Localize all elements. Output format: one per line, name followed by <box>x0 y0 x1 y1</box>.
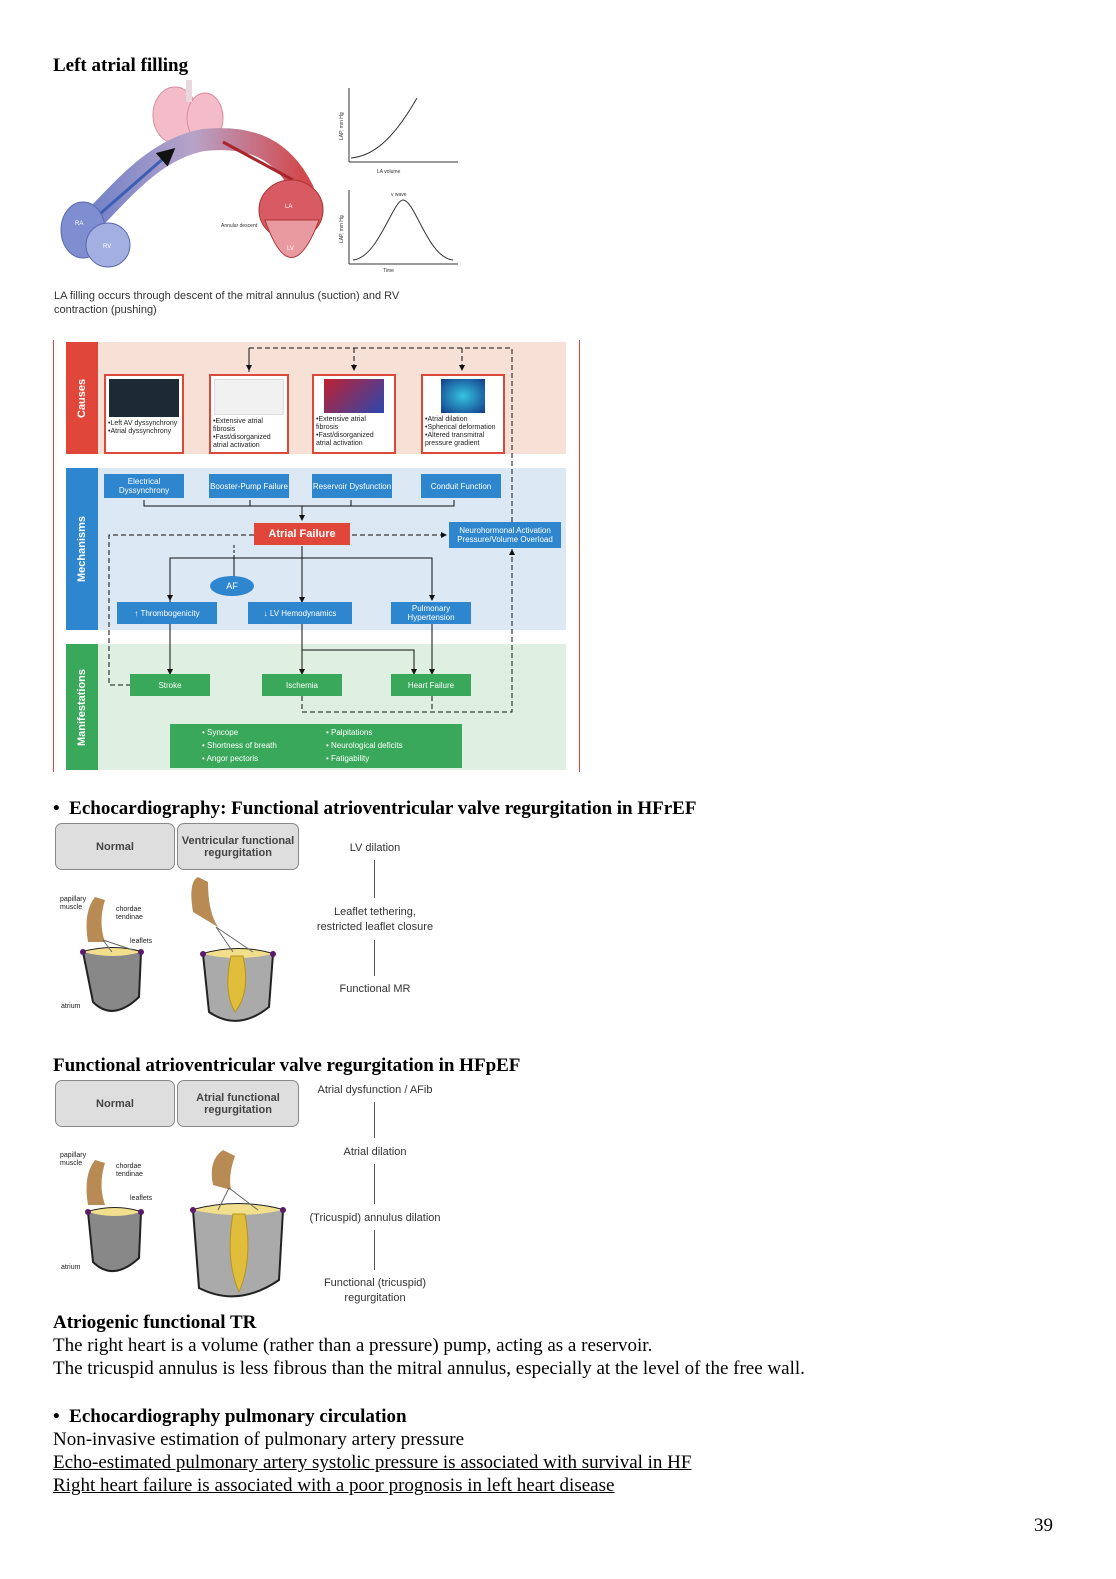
hfpef-atrial-box: Atrial functional regurgitation <box>177 1080 299 1127</box>
svg-text:v wave: v wave <box>391 192 407 198</box>
graph-lap-time: LAP, mm Hg Time v wave <box>339 190 458 274</box>
hfref-ventricular-box: Ventricular functional regurgitation <box>177 823 299 870</box>
mech-neuro: Neurohormonal Activation Pressure/Volume… <box>449 522 561 548</box>
mech-lvhemo: ↓ LV Hemodynamics <box>248 602 352 624</box>
atrial-failure-box: Atrial Failure <box>254 523 350 545</box>
label-ra: RA <box>75 221 83 227</box>
hfpef-flow-1: Atrial dysfunction / AFib <box>317 1084 433 1096</box>
cause-box-3: •Extensive atrial fibrosis •Fast/disorga… <box>312 374 396 454</box>
mech-electrical: Electrical Dyssynchrony <box>104 474 184 498</box>
la-filling-caption: LA filling occurs through descent of the… <box>54 290 400 316</box>
hfpef-label-leaflets: leaflets <box>130 1195 153 1202</box>
pulmonary-line-3: Right heart failure is associated with a… <box>53 1475 615 1496</box>
mech-booster: Booster-Pump Failure <box>209 474 289 498</box>
atrial-failure-diagram: Causes Mechanisms Manifestations <box>53 340 580 772</box>
hfpef-flow-2: Atrial dilation <box>343 1146 407 1158</box>
label-lv: LV <box>287 246 294 252</box>
cause-box-2: •Extensive atrial fibrosis •Fast/disorga… <box>209 374 289 454</box>
af-oval: AF <box>210 576 254 596</box>
svg-text:LAP, mm Hg: LAP, mm Hg <box>339 112 345 140</box>
hfpef-label-atrium: atrium <box>61 1264 81 1271</box>
pulmonary-line-2: Echo-estimated pulmonary artery systolic… <box>53 1452 692 1473</box>
hfref-label-papillary: papillary muscle <box>60 896 87 911</box>
hfref-flow-1: LV dilation <box>349 842 401 854</box>
manif-heart-failure: Heart Failure <box>391 674 471 696</box>
label-la: LA <box>285 204 292 210</box>
mech-pulm: Pulmonary Hypertension <box>391 602 471 624</box>
page-number: 39 <box>1034 1515 1053 1536</box>
hfpef-flow-4: Functional (tricuspid) regurgitation <box>323 1277 427 1304</box>
diagram-connectors <box>108 347 515 713</box>
mech-conduit: Conduit Function <box>421 474 501 498</box>
svg-text:LA volume: LA volume <box>377 169 401 175</box>
hfref-arrow-2 <box>374 940 375 976</box>
hfref-valve-illustration <box>80 877 276 1022</box>
hfref-arrow-1 <box>374 860 375 898</box>
cause-box-1: •Left AV dyssynchrony •Atrial dyssynchro… <box>104 374 184 454</box>
heading-hfpef: Functional atrioventricular valve regurg… <box>53 1055 521 1076</box>
hfpef-valve-illustration <box>85 1150 286 1298</box>
manif-ischemia: Ischemia <box>262 674 342 696</box>
hfpef-label-chordae: chordae tendinae <box>116 1163 143 1178</box>
label-annular: Annular descent <box>221 223 258 229</box>
hfref-flow-2: Leaflet tethering, restricted leaflet cl… <box>316 906 434 933</box>
heading-pulmonary: • Echocardiography pulmonary circulation <box>53 1406 407 1427</box>
hfref-label-leaflets: leaflets <box>130 938 153 945</box>
hfpef-arrow-1 <box>374 1102 375 1138</box>
label-rv: RV <box>103 244 111 250</box>
mech-thrombo: ↑ Thrombogenicity <box>117 602 217 624</box>
atriogenic-line-1: The right heart is a volume (rather than… <box>53 1335 653 1356</box>
mech-reservoir: Reservoir Dysfunction <box>312 474 392 498</box>
heading-atriogenic: Atriogenic functional TR <box>53 1312 257 1333</box>
hfref-normal-box: Normal <box>55 823 175 870</box>
la-filling-illustration: RA RV LA LV Annular descent LAP, mm Hg L… <box>60 80 458 274</box>
hfref-label-chordae: chordae tendinae <box>116 906 143 921</box>
manif-stroke: Stroke <box>130 674 210 696</box>
hfpef-normal-box: Normal <box>55 1080 175 1127</box>
hfpef-flow-3: (Tricuspid) annulus dilation <box>309 1212 441 1224</box>
atriogenic-line-2: The tricuspid annulus is less fibrous th… <box>53 1358 805 1379</box>
section-title-la-filling: Left atrial filling <box>53 55 189 76</box>
hfpef-arrow-3 <box>374 1230 375 1270</box>
heading-hfref: • Echocardiography: Functional atriovent… <box>53 798 697 819</box>
manif-symptoms: • Syncope • Shortness of breath • Angor … <box>170 724 462 768</box>
hfpef-arrow-2 <box>374 1164 375 1204</box>
pulmonary-line-1: Non-invasive estimation of pulmonary art… <box>53 1429 465 1450</box>
graph-lap-volume: LAP, mm Hg LA volume <box>339 88 458 175</box>
svg-text:Time: Time <box>383 268 394 274</box>
hfref-label-atrium: atrium <box>61 1003 81 1010</box>
svg-text:LAP, mm Hg: LAP, mm Hg <box>339 215 345 243</box>
hfref-flow-3: Functional MR <box>339 983 411 995</box>
cause-box-4: •Atrial dilation •Spherical deformation … <box>421 374 505 454</box>
hfpef-label-papillary: papillary muscle <box>60 1152 87 1167</box>
